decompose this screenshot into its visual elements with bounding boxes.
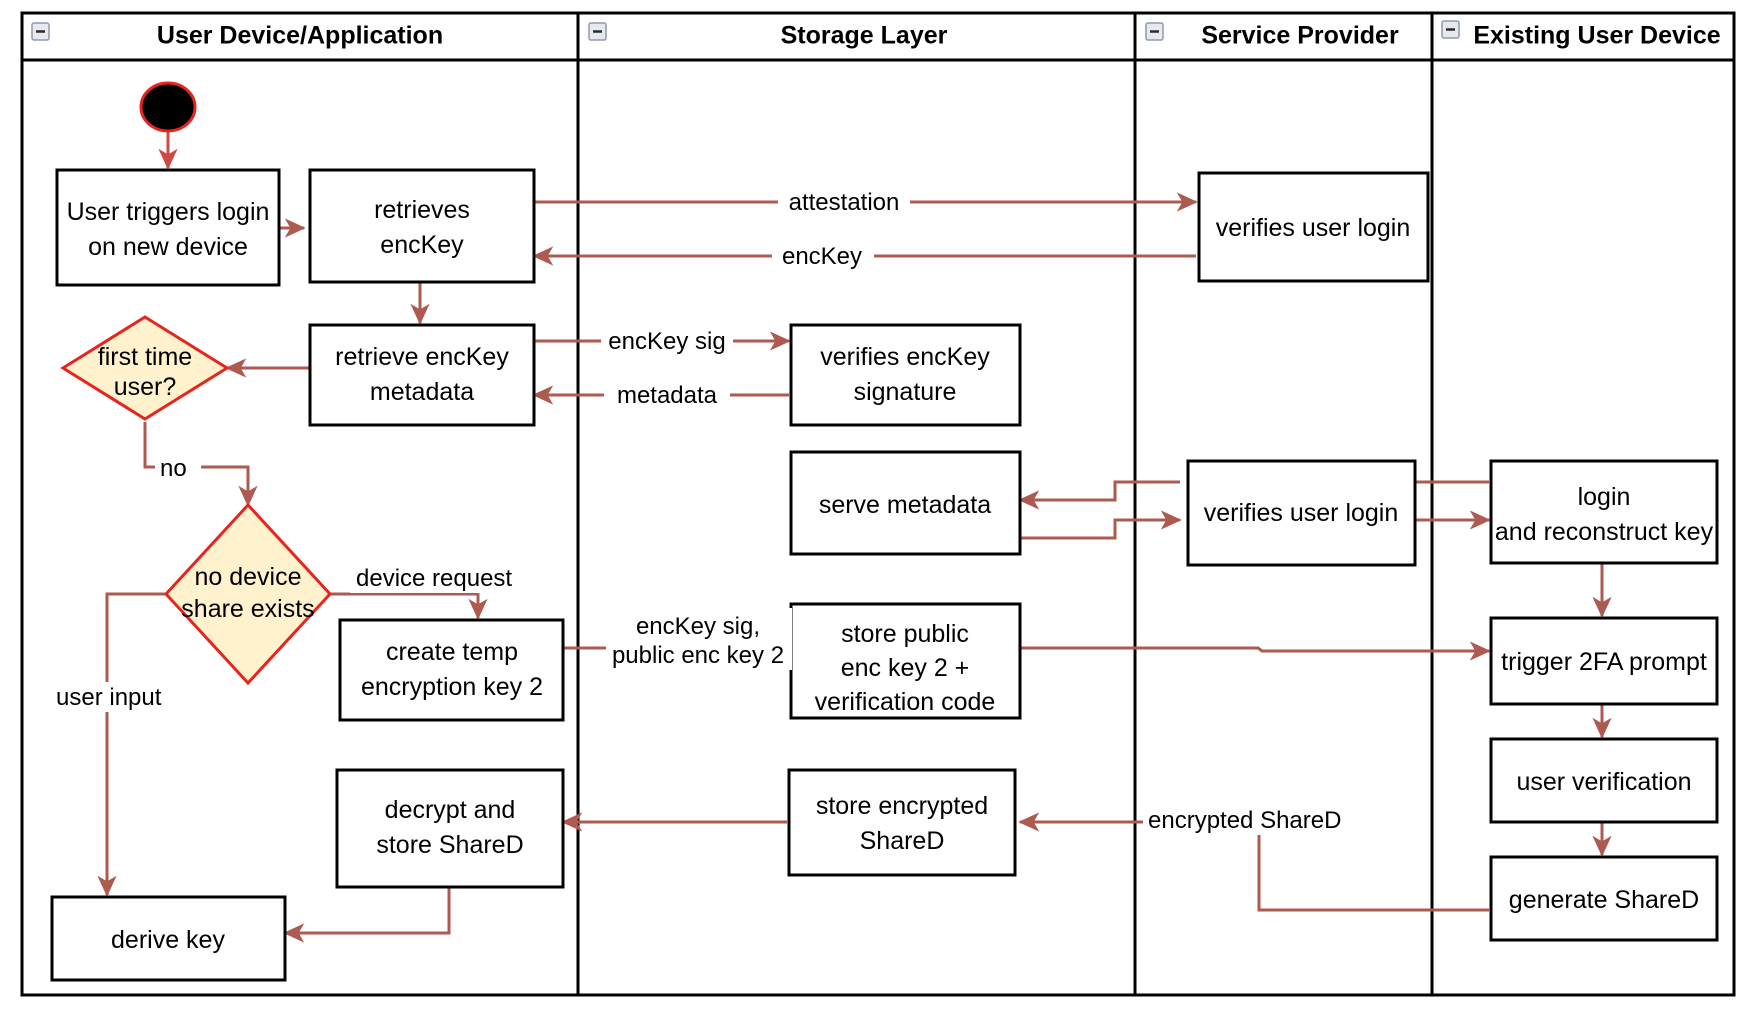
- lane-title-existing-device: Existing User Device: [1473, 22, 1720, 50]
- activity-create-temp-key[interactable]: create temp encryption key 2: [338, 618, 565, 722]
- activity-user-verification[interactable]: user verification: [1489, 737, 1719, 824]
- lane-header-storage: Storage Layer: [588, 22, 948, 50]
- activity-label-line-1: login: [1578, 483, 1631, 511]
- activity-label-line-1: User triggers login: [67, 198, 270, 226]
- lane-title-storage: Storage Layer: [781, 22, 948, 50]
- activity-verifies-user-login-2[interactable]: verifies user login: [1186, 459, 1417, 567]
- decision-first-time-user[interactable]: first time user?: [60, 315, 230, 421]
- activity-label-line-1: store public: [841, 620, 969, 648]
- lane-header-existing-device: Existing User Device: [1441, 20, 1721, 50]
- minus-box-icon[interactable]: [588, 22, 607, 41]
- activity-label-line-1: generate ShareD: [1509, 886, 1699, 914]
- activity-login-reconstruct-key[interactable]: login and reconstruct key: [1489, 459, 1719, 565]
- activity-label-line-1: serve metadata: [819, 491, 991, 519]
- lane-title-user-device: User Device/Application: [157, 22, 443, 50]
- edge-label-enckey-sig-public-line-1: encKey sig,: [636, 613, 760, 640]
- lane-header-service-provider: Service Provider: [1145, 22, 1399, 50]
- activity-store-encrypted-shared[interactable]: store encrypted ShareD: [787, 768, 1017, 877]
- activity-label-line-1: verifies encKey: [820, 343, 990, 371]
- activity-label-line-2: on new device: [88, 233, 248, 261]
- activity-label-line-1: create temp: [386, 638, 518, 666]
- edge-decrypt-to-derive: [283, 887, 451, 943]
- activity-label-line-1: user verification: [1516, 768, 1691, 796]
- lane-title-service-provider: Service Provider: [1201, 22, 1399, 50]
- activity-decrypt-store-shared[interactable]: decrypt and store ShareD: [335, 768, 565, 889]
- activity-label-line-2: encryption key 2: [361, 673, 543, 701]
- activity-retrieve-enckey-metadata[interactable]: retrieve encKey metadata: [308, 323, 536, 427]
- edge-label-enckey-sig: encKey sig: [608, 328, 725, 355]
- activity-label-line-1: retrieve encKey: [335, 343, 509, 371]
- decision-label-line-1: first time: [98, 343, 192, 371]
- activity-label-line-1: derive key: [111, 926, 225, 954]
- edge-user-input: [97, 592, 166, 897]
- activity-trigger-2fa-prompt[interactable]: trigger 2FA prompt: [1489, 616, 1719, 706]
- edge-store-pub-to-trigger: [1013, 641, 1491, 661]
- decision-label-line-1: no device: [194, 563, 301, 591]
- activity-label-line-1: verifies user login: [1204, 499, 1399, 527]
- activity-label-line-2: store ShareD: [376, 831, 523, 859]
- edge-label-enckey: encKey: [782, 243, 862, 270]
- activity-label-line-2: metadata: [370, 378, 474, 406]
- edge-serve-metadata-to-sp: [1020, 510, 1182, 540]
- activity-label-line-1: retrieves: [374, 196, 470, 224]
- edge-encrypted-shared: [1018, 812, 1489, 912]
- activity-label-line-1: decrypt and: [385, 796, 516, 824]
- activity-label-line-2: encKey: [380, 231, 464, 259]
- activity-generate-shared[interactable]: generate ShareD: [1489, 855, 1719, 942]
- edge-label-metadata: metadata: [617, 382, 718, 409]
- edge-label-user-input: user input: [56, 684, 162, 711]
- activity-label-line-2: signature: [854, 378, 957, 406]
- minus-box-icon[interactable]: [1145, 22, 1164, 41]
- activity-label-line-1: trigger 2FA prompt: [1501, 648, 1707, 676]
- minus-box-icon[interactable]: [31, 22, 50, 41]
- activity-label-line-1: verifies user login: [1216, 214, 1411, 242]
- edge-label-device-request: device request: [356, 565, 512, 592]
- activity-verifies-user-login-1[interactable]: verifies user login: [1197, 171, 1430, 283]
- activity-label-line-2: ShareD: [860, 827, 945, 855]
- edge-label-encrypted-shared: encrypted ShareD: [1148, 807, 1341, 834]
- minus-box-icon[interactable]: [1441, 20, 1460, 39]
- activity-derive-key[interactable]: derive key: [50, 895, 287, 982]
- decision-label-line-2: share exists: [181, 595, 314, 623]
- activity-verifies-enckey-signature[interactable]: verifies encKey signature: [789, 323, 1022, 427]
- activity-serve-metadata[interactable]: serve metadata: [789, 450, 1022, 556]
- activity-user-triggers-login[interactable]: User triggers login on new device: [55, 168, 281, 287]
- activity-retrieves-enckey[interactable]: retrieves encKey: [308, 168, 536, 284]
- activity-label-line-2: and reconstruct key: [1495, 518, 1714, 546]
- activity-label-line-2: enc key 2 +: [841, 654, 970, 682]
- edge-label-enckey-sig-public-line-2: public enc key 2: [612, 642, 784, 669]
- edge-label-attestation: attestation: [789, 189, 900, 216]
- edge-device-request: [330, 592, 488, 620]
- activity-store-public-enc-key-2[interactable]: store public enc key 2 + verification co…: [789, 602, 1022, 720]
- decision-label-line-2: user?: [114, 373, 177, 401]
- edge-labels: attestation encKey encKey sig metadata n…: [51, 186, 1347, 835]
- lane-header-user-device: User Device/Application: [31, 22, 443, 50]
- decision-no-device-share-exists[interactable]: no device share exists: [163, 502, 333, 686]
- edge-label-no: no: [160, 455, 187, 482]
- initial-node: [139, 81, 197, 133]
- activity-label-line-1: store encrypted: [816, 792, 988, 820]
- edge-sp-to-serve-metadata: [1018, 480, 1180, 510]
- activity-label-line-3: verification code: [815, 688, 996, 716]
